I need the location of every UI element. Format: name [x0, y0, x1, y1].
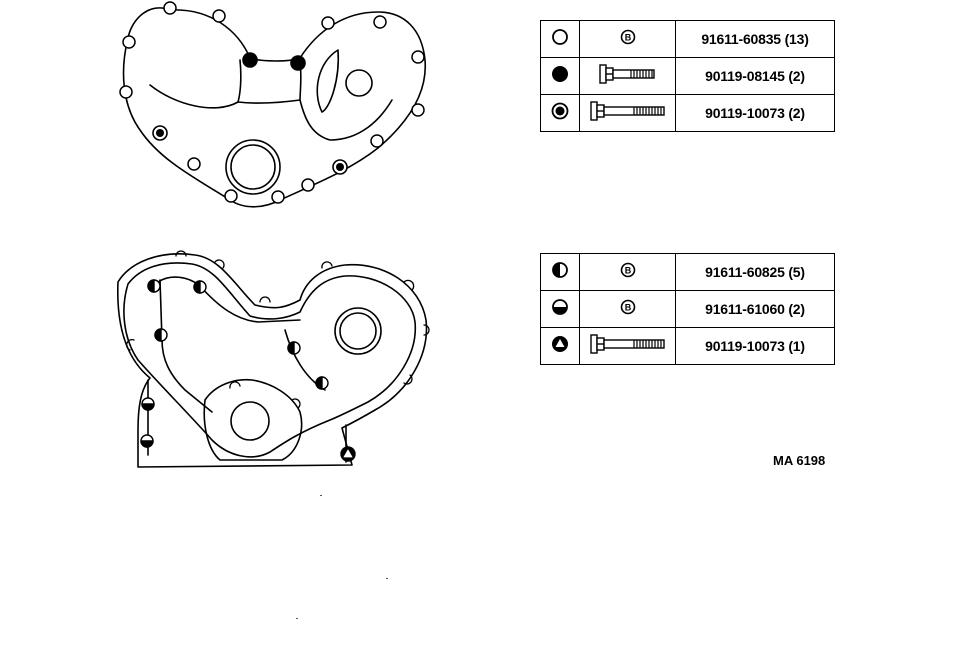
table-row: B 91611-60825 (5) — [540, 253, 835, 291]
open-circle-icon — [552, 28, 568, 45]
scan-speck — [386, 578, 388, 579]
upper-cover-outline — [122, 7, 426, 208]
part-number: 91611-60825 (5) — [675, 253, 835, 291]
bolt-legend-table-bottom: B 91611-60825 (5) B 91611-61060 (2) — [540, 253, 835, 365]
upper-cover-inner-line — [237, 59, 302, 104]
bolt-legend-table-top: B 91611-60835 (13) 90119-08145 (2) — [540, 20, 835, 132]
crank-seal-inner — [230, 144, 276, 190]
lower-cover-gasket — [123, 262, 417, 458]
upper-cover-inner-curve — [149, 84, 239, 109]
part-number: 91611-61060 (2) — [675, 290, 835, 328]
triangle-bolt-marker — [340, 446, 356, 462]
scan-speck — [296, 618, 298, 619]
legend-part-cell — [579, 57, 676, 95]
flange-bolt-b-label: B — [624, 265, 631, 275]
table-row: 90119-08145 (2) — [540, 57, 835, 95]
upper-timing-cover — [119, 1, 426, 208]
filled-bolt-markers — [242, 52, 306, 71]
flange-bolt-b-label: B — [624, 32, 631, 42]
long-bolt-icon — [589, 333, 665, 354]
part-number: 91611-60835 (13) — [675, 20, 835, 58]
legend-part-cell: B — [579, 20, 676, 58]
camshaft-hole — [345, 69, 373, 97]
legend-symbol-cell — [540, 94, 580, 132]
lower-cover-outline — [116, 253, 428, 468]
legend-part-cell — [579, 94, 676, 132]
part-number: 90119-08145 (2) — [675, 57, 835, 95]
cam-hole-outer — [334, 307, 382, 355]
legend-symbol-cell — [540, 327, 580, 365]
triangle-circle-icon — [552, 335, 568, 352]
crank-boss — [203, 378, 303, 461]
cam-hole-inner — [339, 312, 377, 350]
figure-code: MA 6198 — [773, 453, 826, 468]
table-row: 90119-10073 (2) — [540, 94, 835, 132]
legend-symbol-cell — [540, 290, 580, 328]
table-row: B 91611-60835 (13) — [540, 20, 835, 58]
half-bottom-bolt-markers — [140, 397, 155, 448]
part-number: 90119-10073 (1) — [675, 327, 835, 365]
perimeter-bumps — [126, 250, 430, 409]
long-bolt-icon — [589, 100, 665, 121]
legend-symbol-cell — [540, 20, 580, 58]
part-number: 90119-10073 (2) — [675, 94, 835, 132]
crescent-cutout — [316, 49, 340, 113]
flange-bolt-b-icon: B — [620, 29, 635, 44]
dotted-bolt-markers — [152, 125, 348, 175]
crank-seal-outer — [225, 139, 281, 195]
flange-bolt-b-icon: B — [620, 262, 635, 277]
lower-timing-cover — [116, 250, 430, 468]
legend-part-cell — [579, 327, 676, 365]
legend-part-cell: B — [579, 290, 676, 328]
half-left-circle-icon — [552, 261, 568, 278]
flange-bolt-b-label: B — [624, 302, 631, 312]
table-row: 90119-10073 (1) — [540, 327, 835, 365]
lower-cover-gasket-inner — [157, 276, 301, 323]
crank-hole — [230, 401, 270, 441]
legend-symbol-cell — [540, 253, 580, 291]
half-left-bolt-markers — [147, 279, 329, 390]
short-bolt-icon — [598, 63, 655, 84]
legend-symbol-cell — [540, 57, 580, 95]
legend-part-cell: B — [579, 253, 676, 291]
upper-cover-inner-curve-right — [299, 99, 393, 141]
table-row: B 91611-61060 (2) — [540, 290, 835, 328]
scan-speck — [320, 495, 322, 496]
flange-bolt-b-icon: B — [620, 299, 635, 314]
half-bottom-circle-icon — [552, 298, 568, 315]
open-bolt-markers — [119, 1, 425, 204]
dotted-circle-icon — [551, 102, 569, 119]
filled-circle-icon — [552, 65, 568, 82]
